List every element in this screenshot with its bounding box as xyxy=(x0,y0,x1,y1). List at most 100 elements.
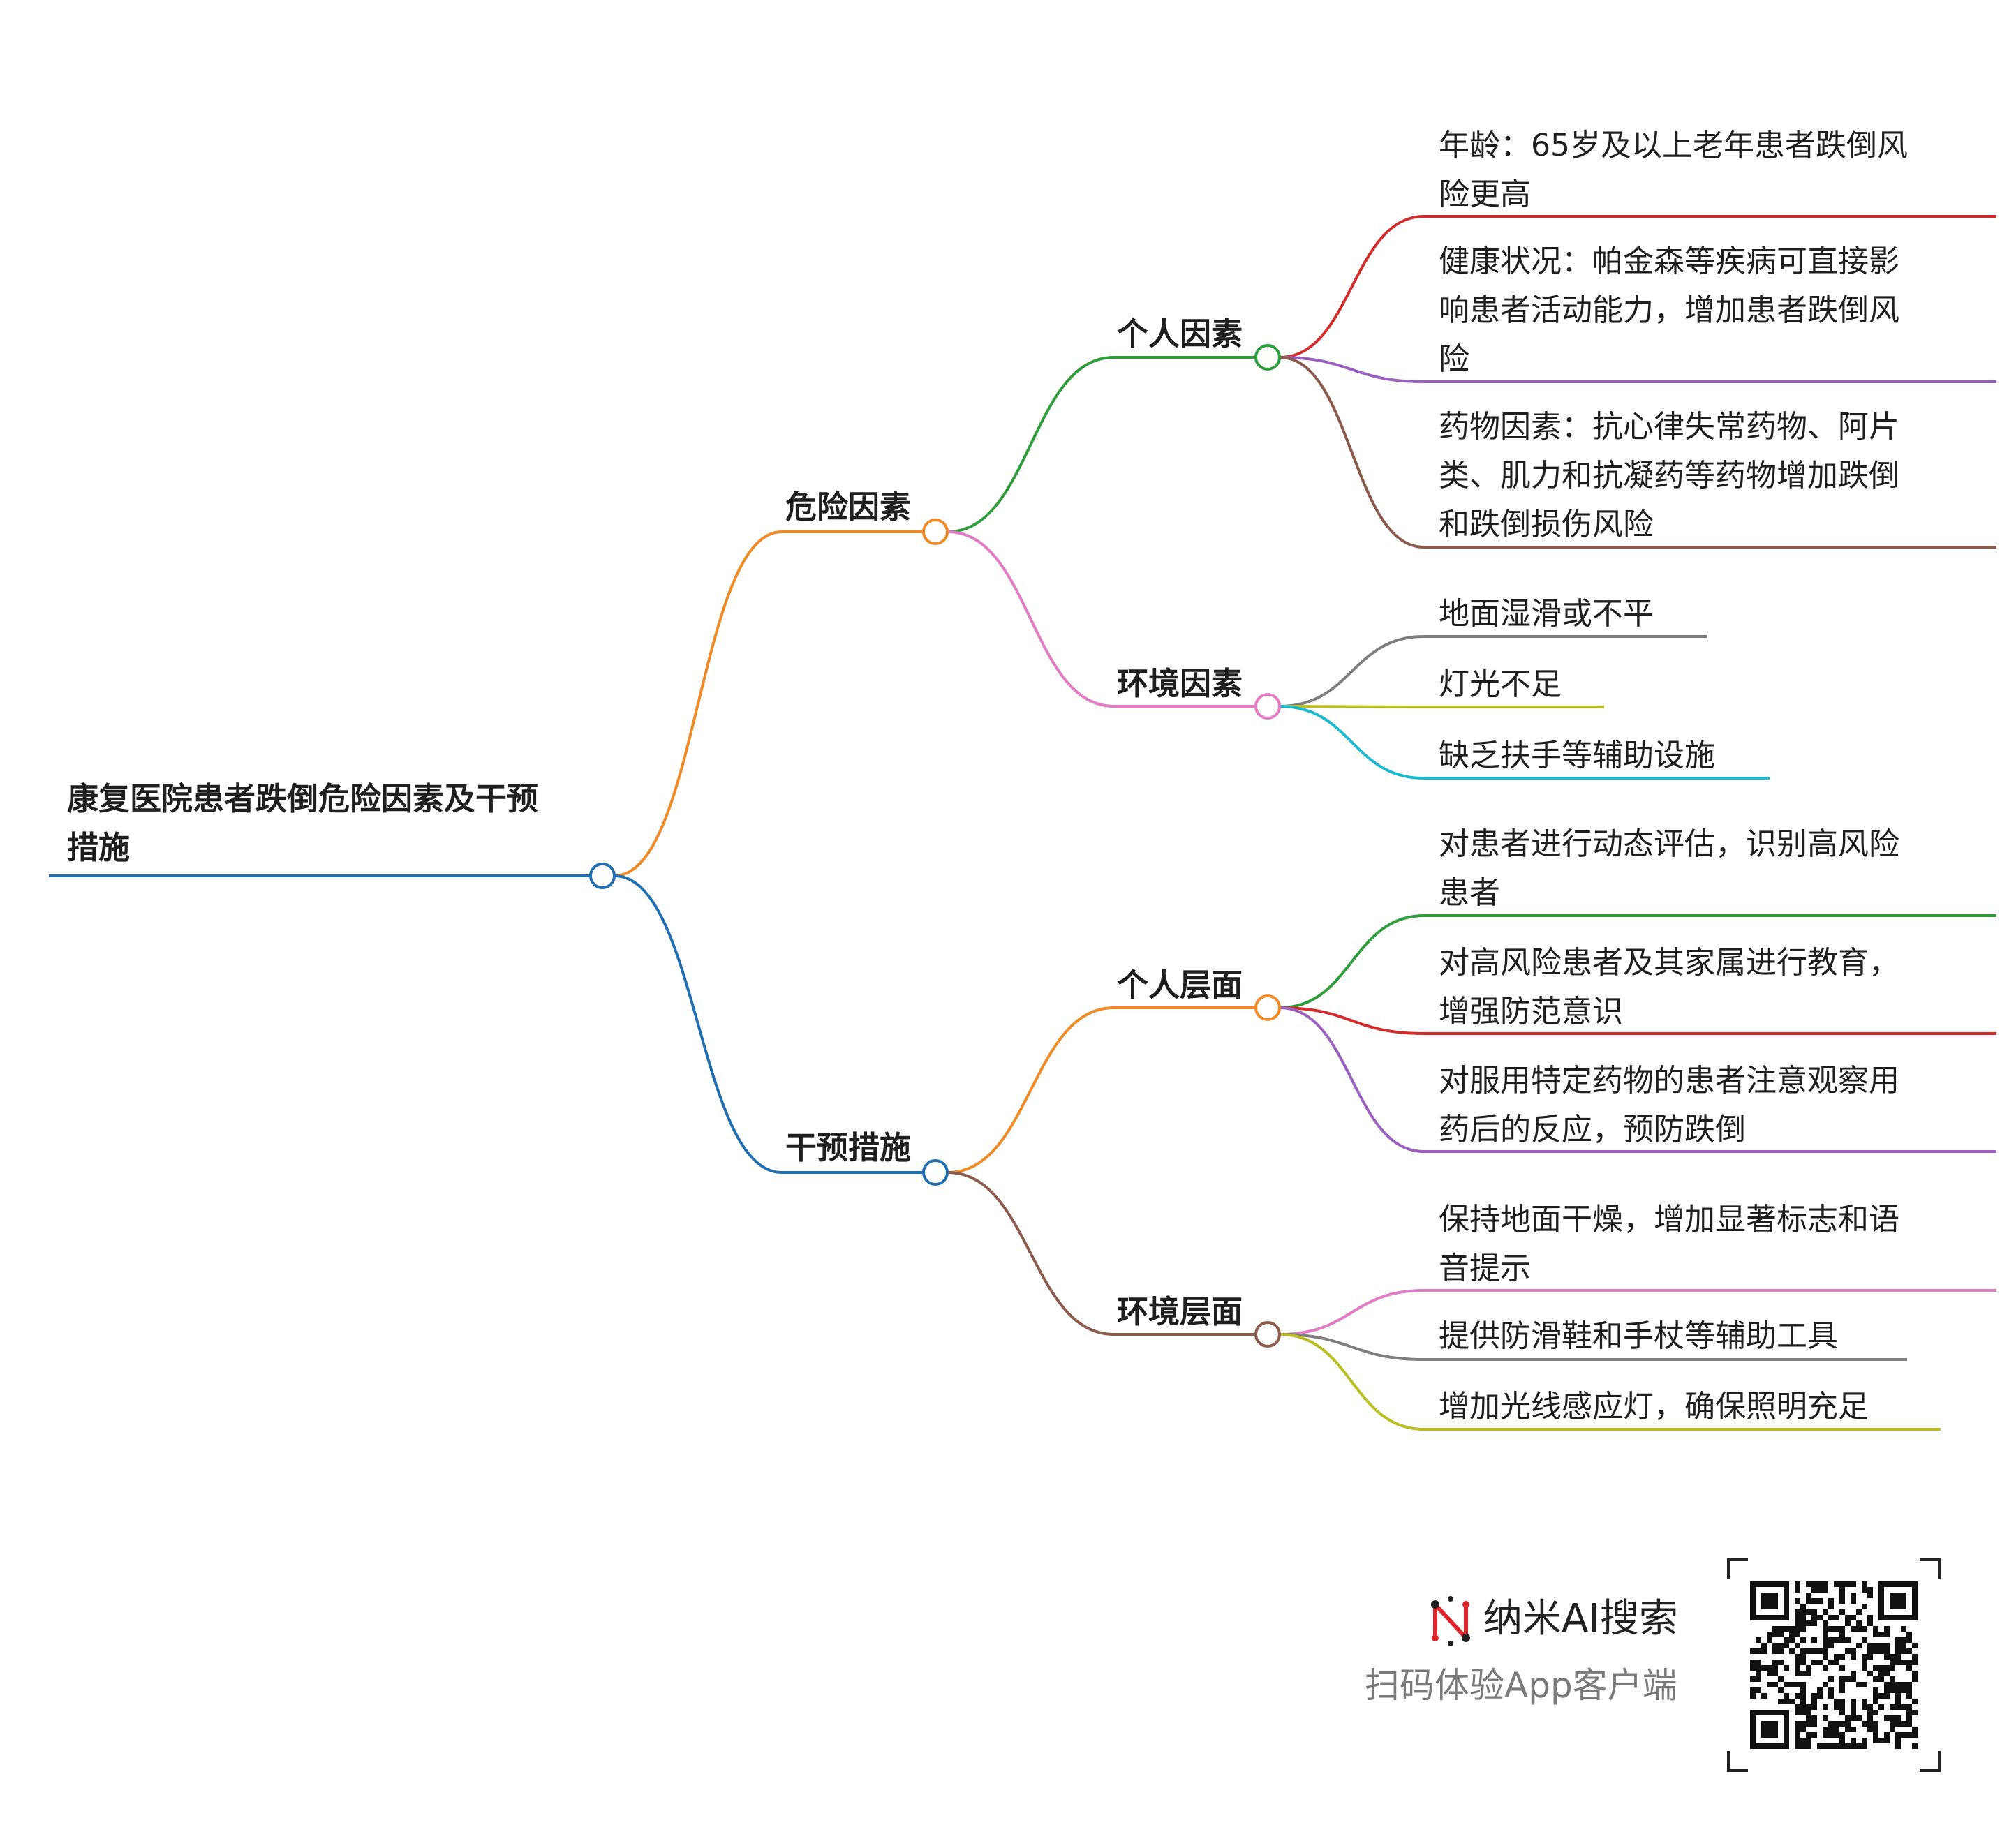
qr-module xyxy=(1784,1637,1789,1643)
qr-module xyxy=(1795,1671,1800,1676)
qr-module xyxy=(1839,1598,1845,1604)
qr-module xyxy=(1795,1721,1800,1727)
qr-module xyxy=(1806,1581,1811,1587)
qr-module xyxy=(1862,1704,1867,1710)
leaf-anti-slip-tools[interactable]: 提供防滑鞋和手杖等辅助工具 xyxy=(1439,1318,1838,1354)
qr-module xyxy=(1817,1615,1823,1620)
branch-interventions[interactable]: 干预措施 xyxy=(785,1129,912,1166)
qr-module xyxy=(1750,1648,1756,1654)
qr-module xyxy=(1906,1682,1912,1687)
qr-module xyxy=(1823,1587,1828,1593)
node-personal-factors[interactable]: 个人因素 xyxy=(1117,315,1243,352)
qr-module xyxy=(1778,1687,1784,1693)
qr-module xyxy=(1795,1665,1800,1671)
qr-module xyxy=(1839,1632,1845,1637)
qr-module xyxy=(1772,1660,1778,1665)
node-environment-level[interactable]: 环境层面 xyxy=(1117,1293,1243,1330)
qr-module xyxy=(1878,1671,1884,1676)
qr-module xyxy=(1851,1581,1856,1587)
qr-module xyxy=(1912,1727,1918,1732)
qr-module xyxy=(1795,1682,1800,1687)
qr-module xyxy=(1811,1648,1817,1654)
qr-module xyxy=(1901,1637,1906,1643)
leaf-slippery-floor[interactable]: 地面湿滑或不平 xyxy=(1439,596,1654,632)
qr-module xyxy=(1867,1587,1873,1593)
qr-module xyxy=(1784,1682,1789,1687)
qr-finder xyxy=(1761,1721,1778,1738)
root-topic[interactable]: 康复医院患者跌倒危险因素及干预 措施 xyxy=(67,780,539,866)
leaf-poor-lighting[interactable]: 灯光不足 xyxy=(1439,666,1562,702)
leaf-dry-floor[interactable]: 保持地面干燥，增加显著标志和语 音提示 xyxy=(1439,1202,1899,1286)
qr-module xyxy=(1784,1665,1789,1671)
qr-module xyxy=(1906,1693,1912,1699)
qr-module xyxy=(1884,1654,1890,1660)
leaf-dynamic-assessment[interactable]: 对患者进行动态评估，识别高风险 患者 xyxy=(1439,826,1899,911)
qr-module xyxy=(1839,1732,1845,1738)
qr-module xyxy=(1800,1626,1806,1632)
qr-module xyxy=(1795,1587,1800,1593)
branch-risk-factors[interactable]: 危险因素 xyxy=(785,489,912,526)
qr-module xyxy=(1761,1693,1767,1699)
qr-module xyxy=(1884,1643,1890,1648)
qr-module xyxy=(1806,1721,1811,1727)
qr-module xyxy=(1811,1693,1817,1699)
qr-module xyxy=(1795,1743,1800,1749)
qr-module xyxy=(1867,1643,1873,1648)
qr-module xyxy=(1756,1687,1761,1693)
qr-module xyxy=(1851,1593,1856,1598)
qr-module xyxy=(1856,1715,1862,1721)
node-environment-factors[interactable]: 环境因素 xyxy=(1117,665,1243,702)
qr-module xyxy=(1806,1593,1811,1598)
node-personal-level[interactable]: 个人层面 xyxy=(1117,967,1243,1004)
qr-module xyxy=(1873,1693,1878,1699)
qr-module xyxy=(1834,1615,1839,1620)
leaf-education[interactable]: 对高风险患者及其家属进行教育， 增强防范意识 xyxy=(1439,945,1899,1029)
leaf-lack-handrails[interactable]: 缺乏扶手等辅助设施 xyxy=(1439,738,1715,773)
qr-module xyxy=(1839,1609,1845,1615)
qr-module xyxy=(1890,1654,1895,1660)
qr-module xyxy=(1761,1665,1767,1671)
qr-module xyxy=(1873,1665,1878,1671)
qr-module xyxy=(1839,1665,1845,1671)
qr-module xyxy=(1867,1615,1873,1620)
qr-module xyxy=(1806,1732,1811,1738)
qr-module xyxy=(1851,1715,1856,1721)
qr-module xyxy=(1767,1637,1772,1643)
qr-module xyxy=(1834,1626,1839,1632)
qr-module xyxy=(1895,1715,1901,1721)
qr-module xyxy=(1867,1727,1873,1732)
leaf-sensor-lights[interactable]: 增加光线感应灯，确保照明充足 xyxy=(1439,1389,1869,1424)
qr-module xyxy=(1784,1643,1789,1648)
leaf-drug-factors[interactable]: 药物因素：抗心律失常药物、阿片 类、肌力和抗凝药等药物增加跌倒 和跌倒损伤风险 xyxy=(1439,409,1899,542)
qr-module xyxy=(1839,1738,1845,1743)
qr-module xyxy=(1823,1609,1828,1615)
leaf-age[interactable]: 年龄：65岁及以上老年患者跌倒风 险更高 xyxy=(1439,128,1908,212)
qr-module xyxy=(1912,1732,1918,1738)
qr-module xyxy=(1878,1676,1884,1682)
leaf-health-status[interactable]: 健康状况：帕金森等疾病可直接影 响患者活动能力，增加患者跌倒风 险 xyxy=(1439,244,1899,377)
qr-module xyxy=(1817,1598,1823,1604)
qr-module xyxy=(1878,1665,1884,1671)
qr-code[interactable] xyxy=(1727,1558,1941,1772)
leaf-drug-observation[interactable]: 对服用特定药物的患者注意观察用 药后的反应，预防跌倒 xyxy=(1439,1063,1899,1147)
qr-module xyxy=(1800,1620,1806,1626)
qr-module xyxy=(1878,1738,1884,1743)
brand-block: 纳米AI搜索 扫码体验App客户端 xyxy=(1365,1595,1710,1706)
qr-module xyxy=(1795,1710,1800,1715)
qr-module xyxy=(1795,1581,1800,1587)
qr-module xyxy=(1895,1643,1901,1648)
qr-module xyxy=(1811,1637,1817,1643)
qr-module xyxy=(1912,1671,1918,1676)
qr-module xyxy=(1811,1615,1817,1620)
qr-module xyxy=(1895,1682,1901,1687)
edge-child-0-1-leaf-2 xyxy=(1279,705,1425,780)
qr-module xyxy=(1811,1699,1817,1704)
qr-module xyxy=(1806,1648,1811,1654)
qr-module xyxy=(1912,1710,1918,1715)
qr-module xyxy=(1784,1626,1789,1632)
qr-module xyxy=(1851,1648,1856,1654)
qr-module xyxy=(1873,1732,1878,1738)
qr-module xyxy=(1851,1615,1856,1620)
qr-module xyxy=(1901,1682,1906,1687)
qr-module xyxy=(1778,1699,1784,1704)
